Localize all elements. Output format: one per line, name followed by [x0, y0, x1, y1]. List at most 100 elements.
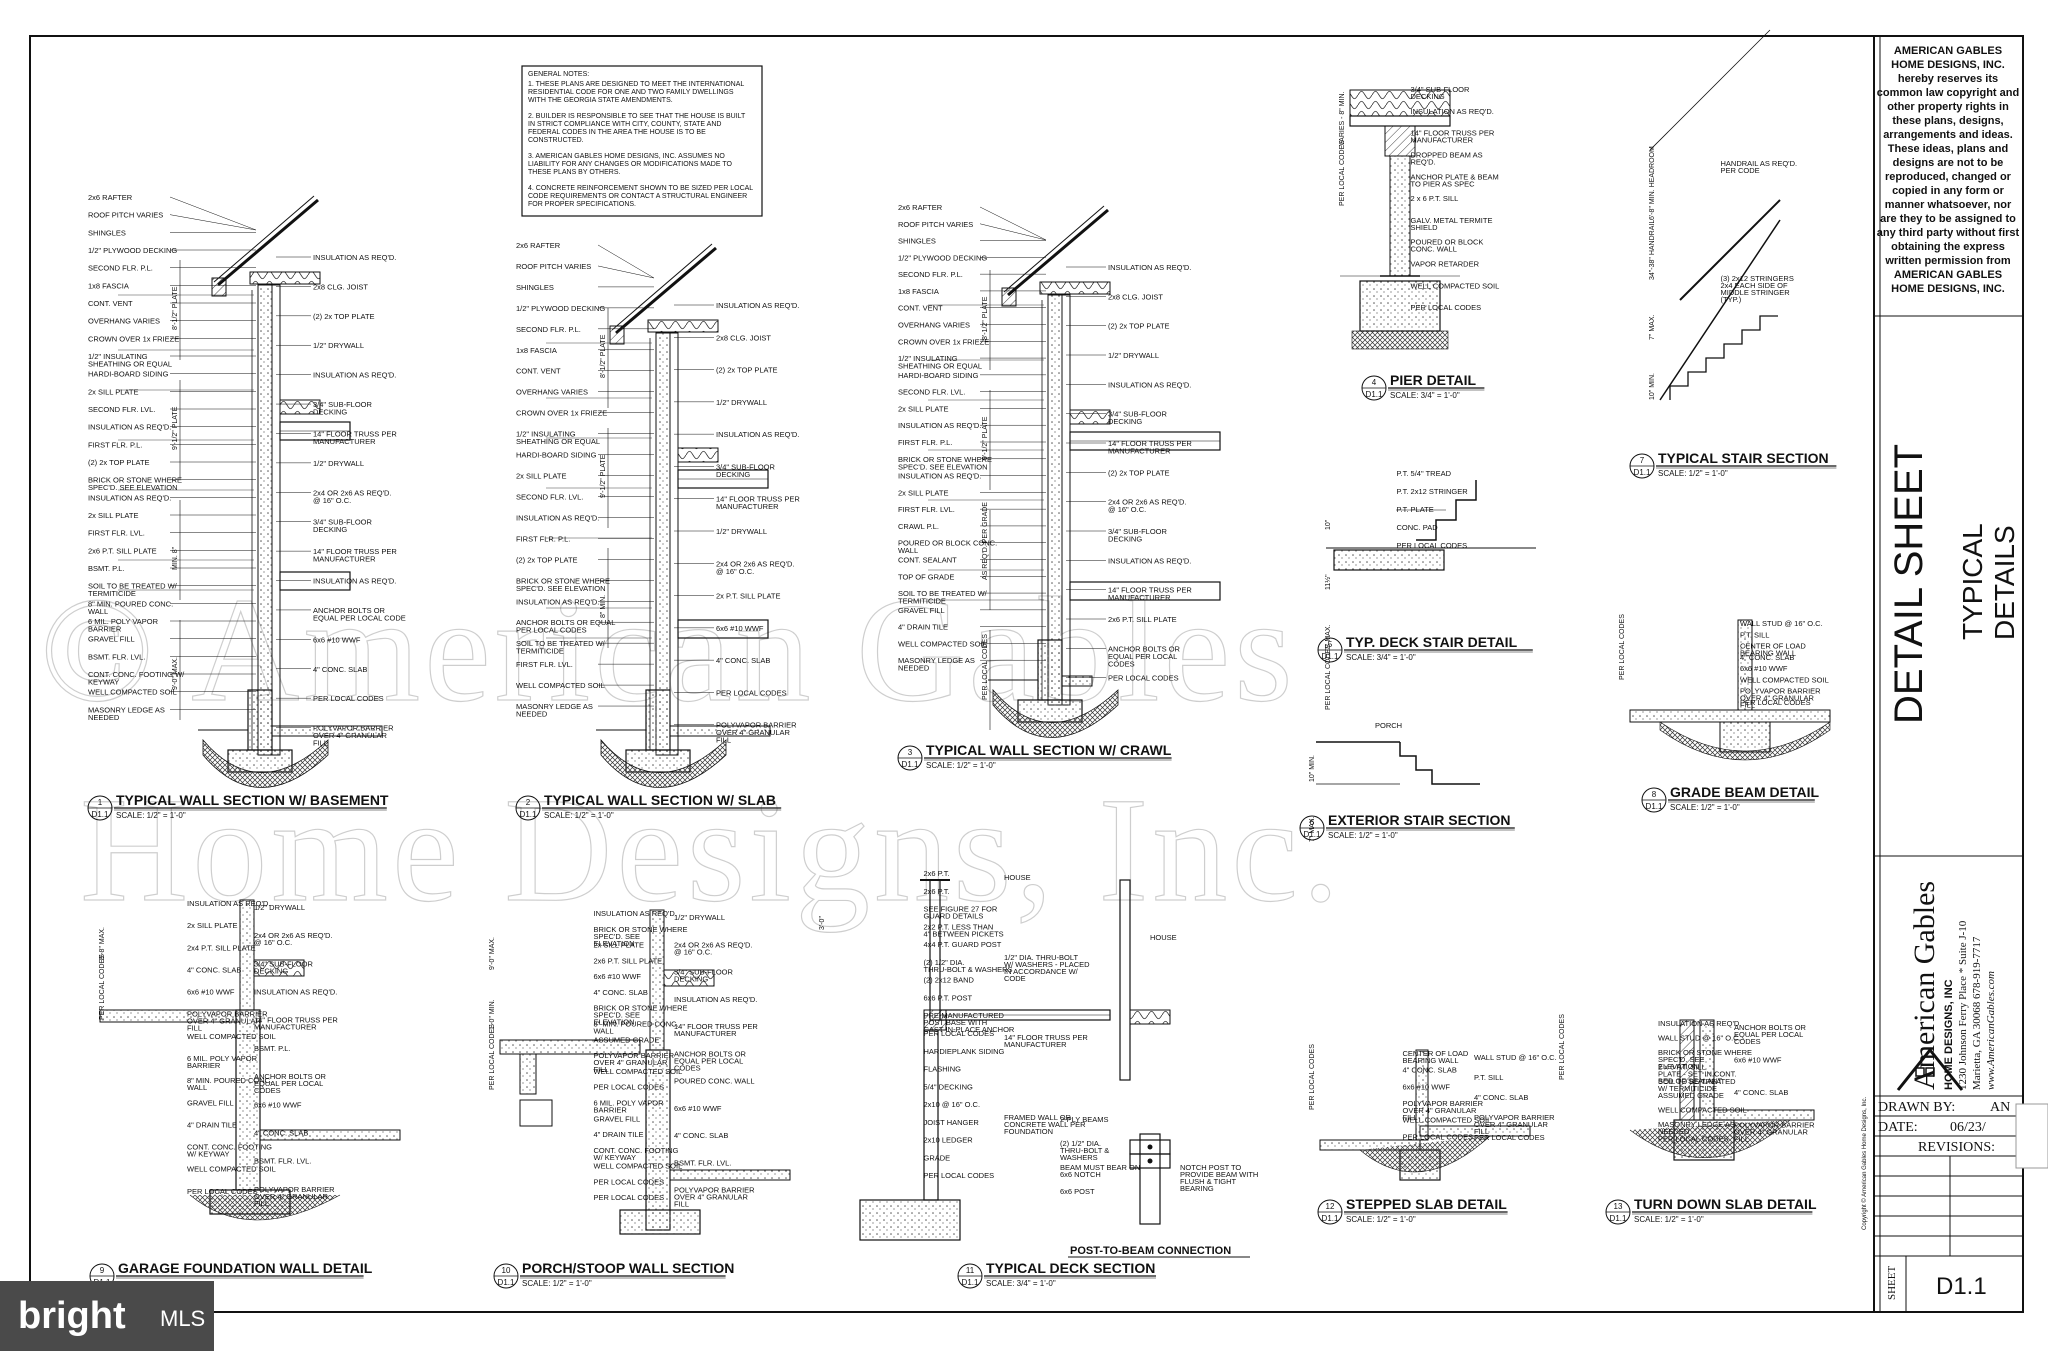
callout-right: POLYVAPOR BARRIER: [254, 1185, 335, 1194]
callout-right: EQUAL PER LOCAL: [254, 1079, 323, 1088]
callout-right: 4" CONC. SLAB: [674, 1131, 728, 1140]
callout: ELEVATION: [594, 939, 635, 948]
callout: 2 x 6 P.T. SILL: [1658, 1062, 1706, 1071]
detail-title: TYP. DECK STAIR DETAIL: [1346, 634, 1518, 650]
callout: PER LOCAL CODES: [1658, 1135, 1729, 1144]
detail-title: TYPICAL STAIR SECTION: [1658, 450, 1829, 466]
callout-right: PER LOCAL CODES: [1108, 674, 1179, 683]
callout: ELEVATION: [1658, 1062, 1699, 1071]
callout: SOIL TO BE TREATED: [1658, 1077, 1736, 1086]
side-tab: [2015, 1103, 2048, 1169]
detail-number: 7: [1640, 456, 1645, 465]
callout-left: FIRST FLR. LVL.: [516, 660, 573, 669]
callout-left: WELL COMPACTED SOIL: [898, 639, 987, 648]
callout: HANDRAIL AS REQ'D.: [1721, 159, 1798, 168]
callout-left: WELL COMPACTED SOIL: [88, 688, 177, 697]
detail-title: TYPICAL DECK SECTION: [986, 1260, 1155, 1276]
callout: PER LOCAL CODES: [924, 1029, 995, 1038]
callout: DECKING: [1411, 92, 1445, 101]
callout-right: OVER 4" GRANULAR: [254, 1192, 329, 1201]
callout-right: 3/4" SUB-FLOOR: [254, 959, 314, 968]
callout: WELL COMPACTED SOIL: [1411, 281, 1500, 290]
callout-right: @ 16" O.C.: [716, 567, 754, 576]
callout-right: 14" FLOOR TRUSS PER: [313, 547, 397, 556]
callout-left: 1x8 FASCIA: [898, 287, 939, 296]
callout-left: INSULATION AS REQ'D.: [516, 597, 599, 606]
detail-scale: SCALE: 1/2" = 1'-0": [926, 761, 996, 770]
callout: (TYP.): [1721, 295, 1742, 304]
copyright-line: These ideas, plans and: [1888, 143, 2008, 155]
copyright-line: designs are not to be: [1893, 157, 2004, 169]
logo-sub: HOME DESIGNS, INC: [1943, 979, 1955, 1090]
detail-number: 9: [100, 1266, 105, 1275]
dimension-label: 8'-1/2" PLATE: [172, 286, 179, 330]
callout-right: 2x8 CLG. JOIST: [716, 333, 771, 342]
callout-left: 2x6 P.T. SILL PLATE: [88, 546, 157, 555]
callout-left: 8" MIN. POURED CONC.: [88, 599, 173, 608]
callout: PER LOCAL CODES: [1411, 303, 1482, 312]
dimension-label: VARIES - 8" MIN.: [1339, 91, 1346, 146]
callout-left: OVERHANG VARIES: [516, 388, 588, 397]
callout-right: EQUAL PER LOCAL: [674, 1056, 743, 1065]
callout-right: OVER 4" GRANULAR: [313, 731, 388, 740]
callout-right: 1/2" DRYWALL: [716, 527, 767, 536]
sheet-title: DETAIL SHEET: [1887, 444, 1931, 724]
detail-number: 8: [1652, 790, 1657, 799]
callout-left: BARRIER: [88, 625, 122, 634]
callout-right: 14" FLOOR TRUSS PER: [716, 495, 800, 504]
callout: BARRIER: [594, 1105, 628, 1114]
detail-title: PIER DETAIL: [1390, 372, 1477, 388]
callout: 4" BETWEEN PICKETS: [924, 929, 1004, 938]
callout: BEARING WALL: [1403, 1056, 1459, 1065]
callout: POLYVAPOR BARRIER: [594, 1051, 675, 1060]
callout: PER LOCAL CODES: [1740, 698, 1811, 707]
dimension-label: PER LOCAL CODES: [99, 954, 106, 1020]
detail-number: 5: [1328, 640, 1333, 649]
badge-suffix: MLS: [160, 1306, 205, 1331]
callout: FILL: [1403, 1113, 1418, 1122]
callout: GALV. METAL TERMITE: [1411, 216, 1493, 225]
detail-sheet-ref: D1.1: [498, 1278, 515, 1287]
callout: OVER 4" GRANULAR: [594, 1058, 669, 1067]
callout: 2x6 P.T. SILL PLATE: [594, 956, 663, 965]
callout-left: MASONRY LEDGE AS: [516, 702, 593, 711]
callout-right: INSULATION AS REQ'D.: [674, 995, 757, 1004]
callout: 6x6 NOTCH: [1060, 1170, 1101, 1179]
callout-right: FILL: [313, 739, 328, 748]
callout-right: 4" CONC. SLAB: [716, 656, 770, 665]
dimension-label: MIN. 8": [172, 546, 179, 570]
dimension-label: 8" MIN.: [600, 595, 607, 618]
callout: 6x6 #10 WWF: [1403, 1082, 1451, 1091]
callout-right: P.T. SILL: [1474, 1073, 1503, 1082]
callout: HARDIEPLANK SIDING: [924, 1047, 1005, 1056]
callout-left: ANCHOR BOLTS OR EQUAL: [516, 618, 615, 627]
callout-left: SECOND FLR. P.L.: [898, 270, 963, 279]
callout-left: (2) 2x TOP PLATE: [516, 555, 578, 564]
callout: POLYVAPOR BARRIER: [187, 1010, 268, 1019]
callout: 2x SILL PLATE: [187, 921, 237, 930]
detail-title: EXTERIOR STAIR SECTION: [1328, 812, 1511, 828]
callout: OVER 4" GRANULAR: [187, 1017, 262, 1026]
callout: SPEC'D. SEE: [594, 932, 640, 941]
callout-right: 14" FLOOR TRUSS PER: [1108, 586, 1192, 595]
callout-right: 2x4 OR 2x6 AS REQ'D.: [1108, 498, 1187, 507]
callout: WALL STUD @ 16" O.C.: [1658, 1033, 1741, 1042]
callout-left: SECOND FLR. P.L.: [516, 325, 581, 334]
date-label: DATE:: [1878, 1120, 1918, 1135]
dimension-label: 8'-1/2" PLATE: [600, 334, 607, 378]
callout-left: FIRST FLR. LVL.: [898, 505, 955, 514]
callout-left: (2) 2x TOP PLATE: [88, 458, 150, 467]
callout: INSULATION AS REQ'D.: [187, 899, 270, 908]
callout-right: MANUFACTURER: [716, 502, 779, 511]
copyright-line: AMERICAN GABLES: [1894, 45, 2002, 57]
callout-right: 14" FLOOR TRUSS PER: [313, 429, 397, 438]
callout-left: SPEC'D. SEE ELEVATION: [88, 483, 178, 492]
callout-right: 6x6 #10 WWF: [254, 1100, 302, 1109]
callout-right: INSULATION AS REQ'D.: [313, 253, 396, 262]
general-note-line: THESE PLANS BY OTHERS.: [528, 169, 621, 176]
dimension-label: 9'-0" MAX.: [172, 657, 179, 690]
callout: PRE-MANUFACTURED: [924, 1011, 1005, 1020]
